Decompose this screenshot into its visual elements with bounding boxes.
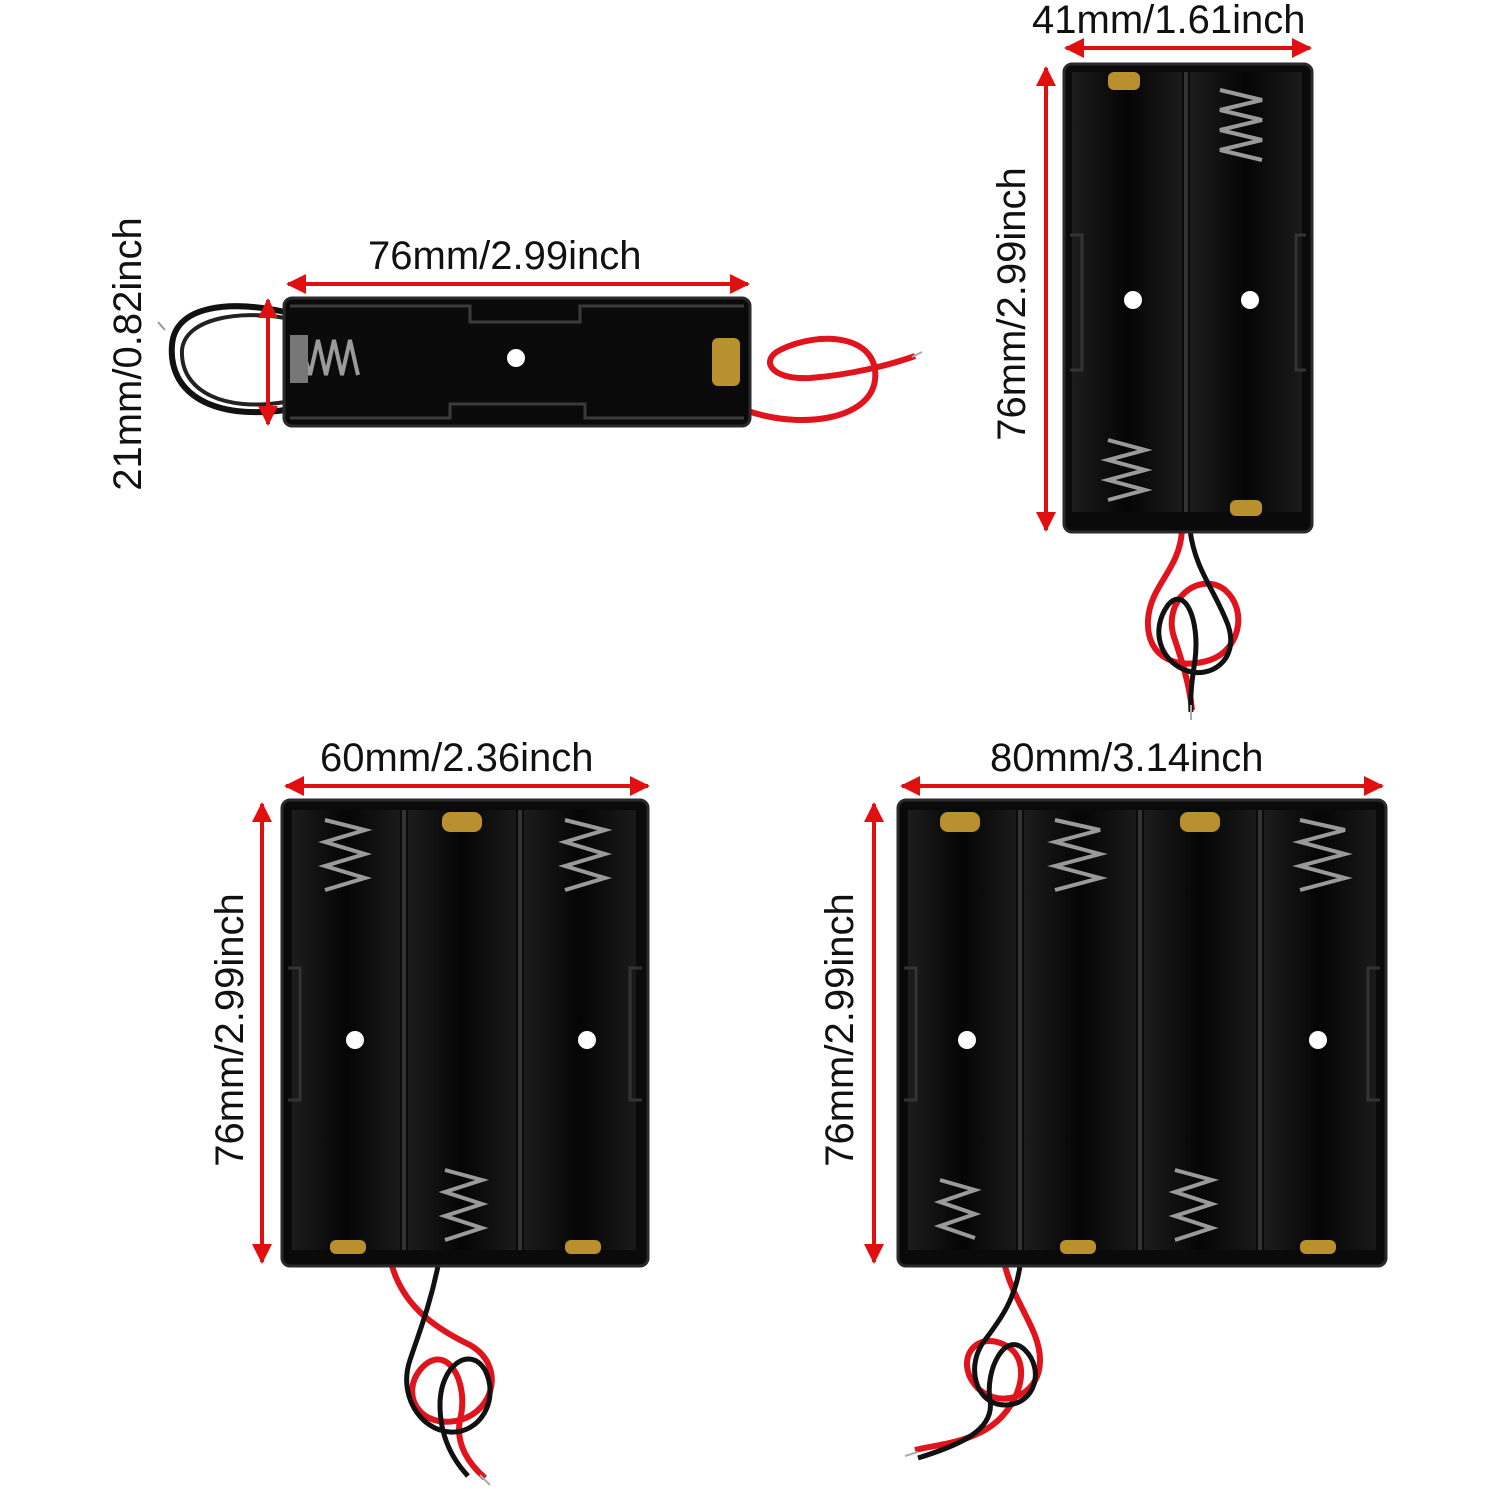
red-wire (1144, 529, 1242, 711)
spring-contact-icon (298, 339, 360, 376)
red-wire (389, 1265, 495, 1481)
red-wire (743, 335, 917, 423)
black-wire (917, 1265, 1038, 1461)
height-label-1-slot: 21mm/0.82inch (106, 217, 150, 491)
black-wire (1156, 529, 1234, 713)
spring-contact-icon (1168, 1168, 1220, 1242)
width-label-3-slot: 60mm/2.36inch (320, 736, 594, 780)
spring-contact-icon (933, 1178, 982, 1240)
black-wire (168, 303, 286, 416)
gold-contact-icon (1300, 1240, 1336, 1254)
spring-contact-icon (558, 818, 613, 892)
gold-contact-icon (565, 1240, 601, 1254)
spring-contact-icon (1292, 818, 1353, 892)
holder-1-slot (157, 296, 923, 428)
spring-contact-icon (1047, 818, 1108, 892)
gold-contact-icon (712, 338, 740, 386)
width-label-1-slot: 76mm/2.99inch (368, 234, 642, 278)
width-label-2-slot: 41mm/1.61inch (1032, 0, 1306, 42)
gold-contact-icon (940, 812, 980, 832)
gold-contact-icon (1108, 72, 1140, 90)
holder-4-slot (896, 798, 1388, 1461)
spring-contact-icon (318, 818, 373, 892)
gold-contact-icon (330, 1240, 366, 1254)
spring-contact-icon (1100, 438, 1153, 502)
height-label-3-slot: 76mm/2.99inch (208, 893, 252, 1167)
holder-3-slot (280, 798, 650, 1486)
holder-2-slot (1062, 62, 1314, 720)
spring-contact-icon (438, 1168, 490, 1242)
gold-contact-icon (442, 812, 482, 832)
spring-contact-icon (1219, 88, 1263, 162)
width-label-4-slot: 80mm/3.14inch (990, 736, 1264, 780)
gold-contact-icon (1180, 812, 1220, 832)
red-wire (914, 1265, 1044, 1453)
black-wire (404, 1265, 493, 1478)
gold-contact-icon (1060, 1240, 1096, 1254)
gold-contact-icon (1230, 500, 1262, 516)
height-label-4-slot: 76mm/2.99inch (818, 893, 862, 1167)
height-label-2-slot: 76mm/2.99inch (990, 167, 1034, 441)
